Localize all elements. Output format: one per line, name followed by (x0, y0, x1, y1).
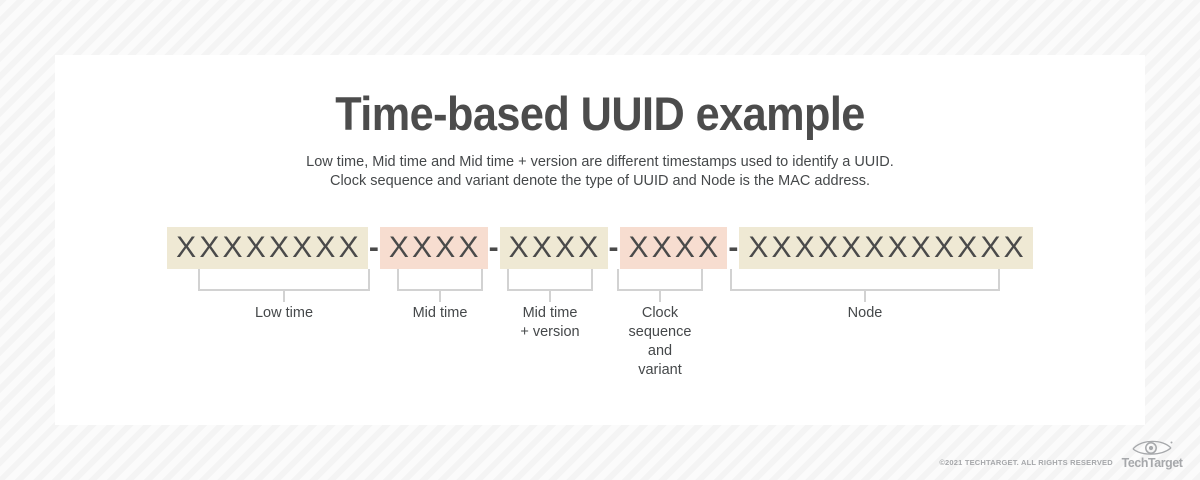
eye-icon (1132, 440, 1173, 455)
bracket-stem (549, 291, 551, 302)
legend-label-low-time: Low time (254, 305, 314, 321)
uuid-segment-node: XXXXXXXXXXXX (739, 227, 1033, 269)
legend-node: Node (730, 269, 1000, 323)
legend-label-mid-time-version: Mid time + version (520, 305, 580, 340)
bracket-stem (283, 291, 285, 302)
copyright-text: ©2021 TECHTARGET. ALL RIGHTS RESERVED (939, 458, 1113, 467)
bracket-stem (659, 291, 661, 302)
bracket (730, 269, 1000, 291)
uuid-separator: - (607, 227, 620, 269)
legend-label-clock-sequence-variant: Clock sequence and variant (628, 305, 692, 378)
uuid-separator: - (727, 227, 740, 269)
uuid-separator: - (487, 227, 500, 269)
bracket-stem (864, 291, 866, 302)
legend-mid-time-version: Mid time + version (507, 269, 593, 342)
uuid-segment-clock-sequence-variant: XXXX (619, 227, 728, 269)
page-title: Time-based UUID example (335, 87, 865, 140)
legend-clock-sequence-variant: Clock sequence and variant (617, 269, 703, 380)
uuid-segment-mid-time-version: XXXX (499, 227, 608, 269)
page-subtitle: Low time, Mid time and Mid time + versio… (55, 153, 1145, 191)
subtitle-line-1: Low time, Mid time and Mid time + versio… (306, 154, 894, 170)
bracket (507, 269, 593, 291)
bracket (397, 269, 483, 291)
techtarget-wordmark: TechTarget (1121, 455, 1183, 470)
subtitle-line-2: Clock sequence and variant denote the ty… (329, 173, 871, 189)
techtarget-logo: TechTarget (1120, 436, 1184, 470)
bracket (198, 269, 370, 291)
uuid-segment-mid-time: XXXX (379, 227, 488, 269)
bracket-stem (439, 291, 441, 302)
legend-label-mid-time: Mid time (412, 305, 468, 321)
legend-label-node: Node (847, 305, 883, 321)
legend-low-time: Low time (198, 269, 370, 323)
bracket (617, 269, 703, 291)
uuid-legend: Low time Mid time Mid time + version Clo… (55, 269, 1145, 429)
content-card: Time-based UUID example Low time, Mid ti… (55, 55, 1145, 425)
uuid-diagram: XXXXXXXX - XXXX - XXXX - XXXX - XXXXXXXX… (55, 227, 1145, 269)
legend-mid-time: Mid time (397, 269, 483, 323)
uuid-segment-low-time: XXXXXXXX (167, 227, 368, 269)
footer: ©2021 TECHTARGET. ALL RIGHTS RESERVED Te… (939, 436, 1184, 470)
uuid-separator: - (367, 227, 380, 269)
